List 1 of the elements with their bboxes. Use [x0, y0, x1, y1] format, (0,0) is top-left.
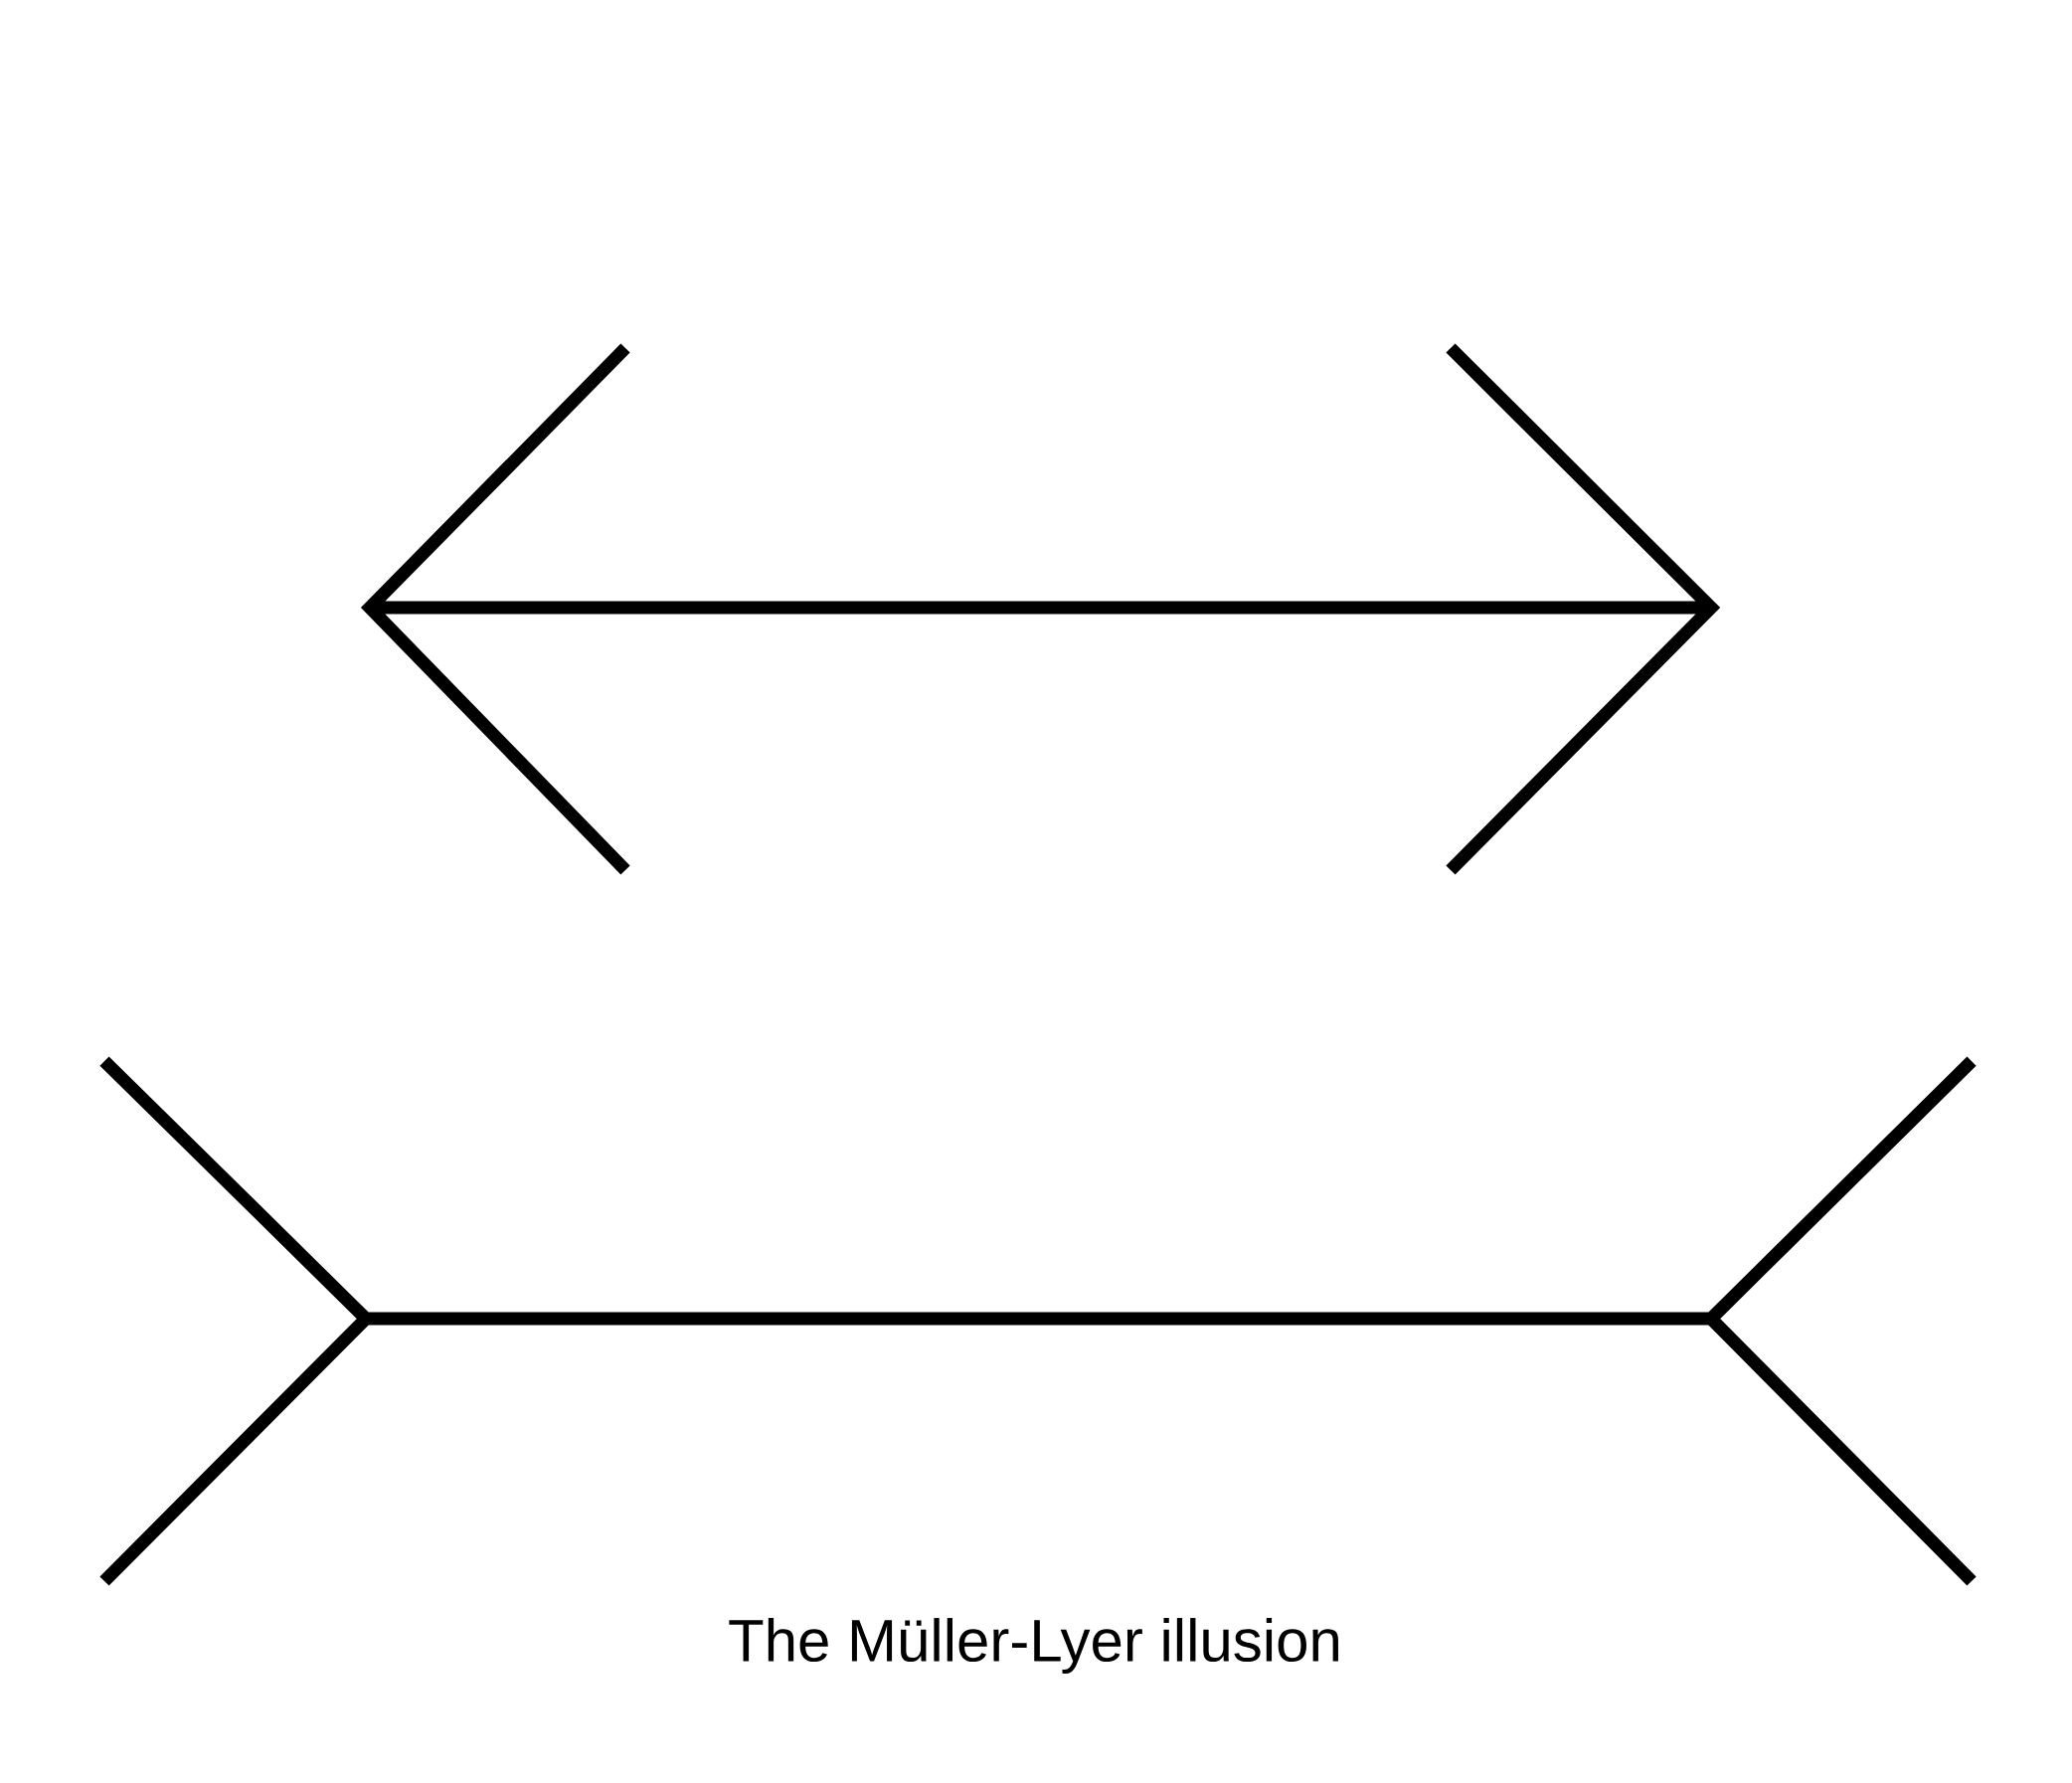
caption: The Müller-Lyer illusion — [729, 1618, 1338, 1674]
